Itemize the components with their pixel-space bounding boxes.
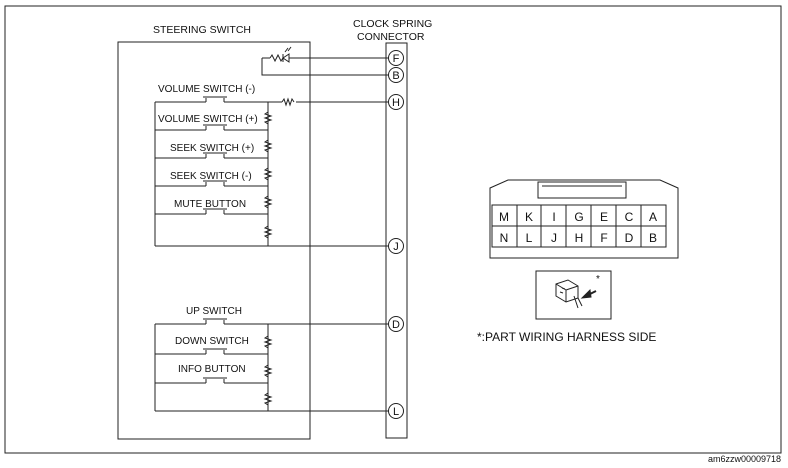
cavity-k: K <box>525 210 533 224</box>
cavity-j: J <box>551 231 557 245</box>
pin-f: F <box>388 50 404 66</box>
pin-l: L <box>388 403 404 419</box>
cavity-e: E <box>600 210 608 224</box>
cavity-n: N <box>500 231 509 245</box>
steering-switch-box <box>117 41 311 440</box>
clock-spring-title: CLOCK SPRING <box>353 18 432 30</box>
cavity-c: C <box>625 210 634 224</box>
inset-asterisk: * <box>596 274 600 285</box>
cavity-b: B <box>649 231 657 245</box>
pin-b: B <box>388 67 404 83</box>
cavity-d: D <box>625 231 634 245</box>
svg-text:B: B <box>392 70 399 82</box>
connector-face <box>489 179 679 259</box>
label-down: DOWN SWITCH <box>175 336 249 347</box>
pin-d: D <box>388 316 404 332</box>
label-mute: MUTE BUTTON <box>174 199 246 210</box>
illumination-circuit <box>261 46 392 76</box>
reference-code: am6zzw00009718 <box>708 454 781 464</box>
upper-switch-ladder <box>154 96 392 247</box>
cavity-g: G <box>574 210 583 224</box>
svg-text:J: J <box>393 241 399 253</box>
svg-text:L: L <box>393 406 399 418</box>
pin-j: J <box>388 238 404 254</box>
cavity-m: M <box>499 210 509 224</box>
label-volume-plus: VOLUME SWITCH (+) <box>158 114 258 125</box>
clock-spring-title-2: CONNECTOR <box>357 31 425 43</box>
svg-text:F: F <box>393 53 400 65</box>
label-seek-plus: SEEK SWITCH (+) <box>170 143 254 154</box>
svg-text:H: H <box>392 97 400 109</box>
steering-switch-title: STEERING SWITCH <box>153 24 251 36</box>
svg-text:D: D <box>392 319 400 331</box>
label-up: UP SWITCH <box>186 306 242 317</box>
cavity-l: L <box>526 231 533 245</box>
label-info: INFO BUTTON <box>178 364 246 375</box>
cavity-i: I <box>552 210 555 224</box>
clock-spring-connector-bar <box>385 42 408 439</box>
cavity-h: H <box>575 231 584 245</box>
footnote-text: *:PART WIRING HARNESS SIDE <box>477 330 656 344</box>
cavity-f: F <box>600 231 607 245</box>
lower-switch-ladder <box>154 318 392 412</box>
cavity-a: A <box>649 210 657 224</box>
pin-h: H <box>388 94 404 110</box>
label-volume-minus: VOLUME SWITCH (-) <box>158 84 255 95</box>
label-seek-minus: SEEK SWITCH (-) <box>170 171 252 182</box>
harness-inset <box>535 270 612 320</box>
diagram-border <box>4 5 782 454</box>
